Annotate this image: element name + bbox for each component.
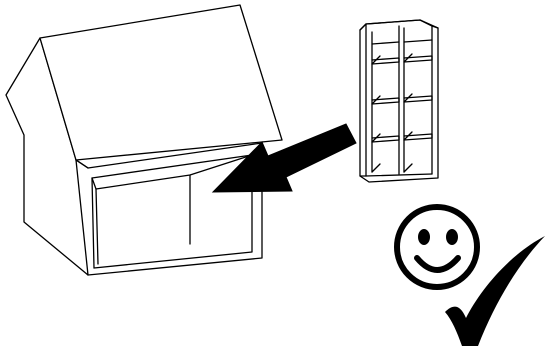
- house-opening-inner: [91, 154, 253, 190]
- smiley-right-eye: [446, 229, 458, 245]
- smiley-mouth: [414, 255, 461, 273]
- arrow-icon: [211, 123, 357, 193]
- smiley-left-eye: [418, 229, 430, 245]
- shelf-boards: [371, 39, 433, 173]
- house-icon: [5, 4, 283, 276]
- checkmark-icon: [445, 236, 545, 346]
- house-roof: [39, 4, 283, 161]
- shelf-unit-icon: [359, 19, 439, 183]
- smiley-face-icon: [394, 204, 480, 290]
